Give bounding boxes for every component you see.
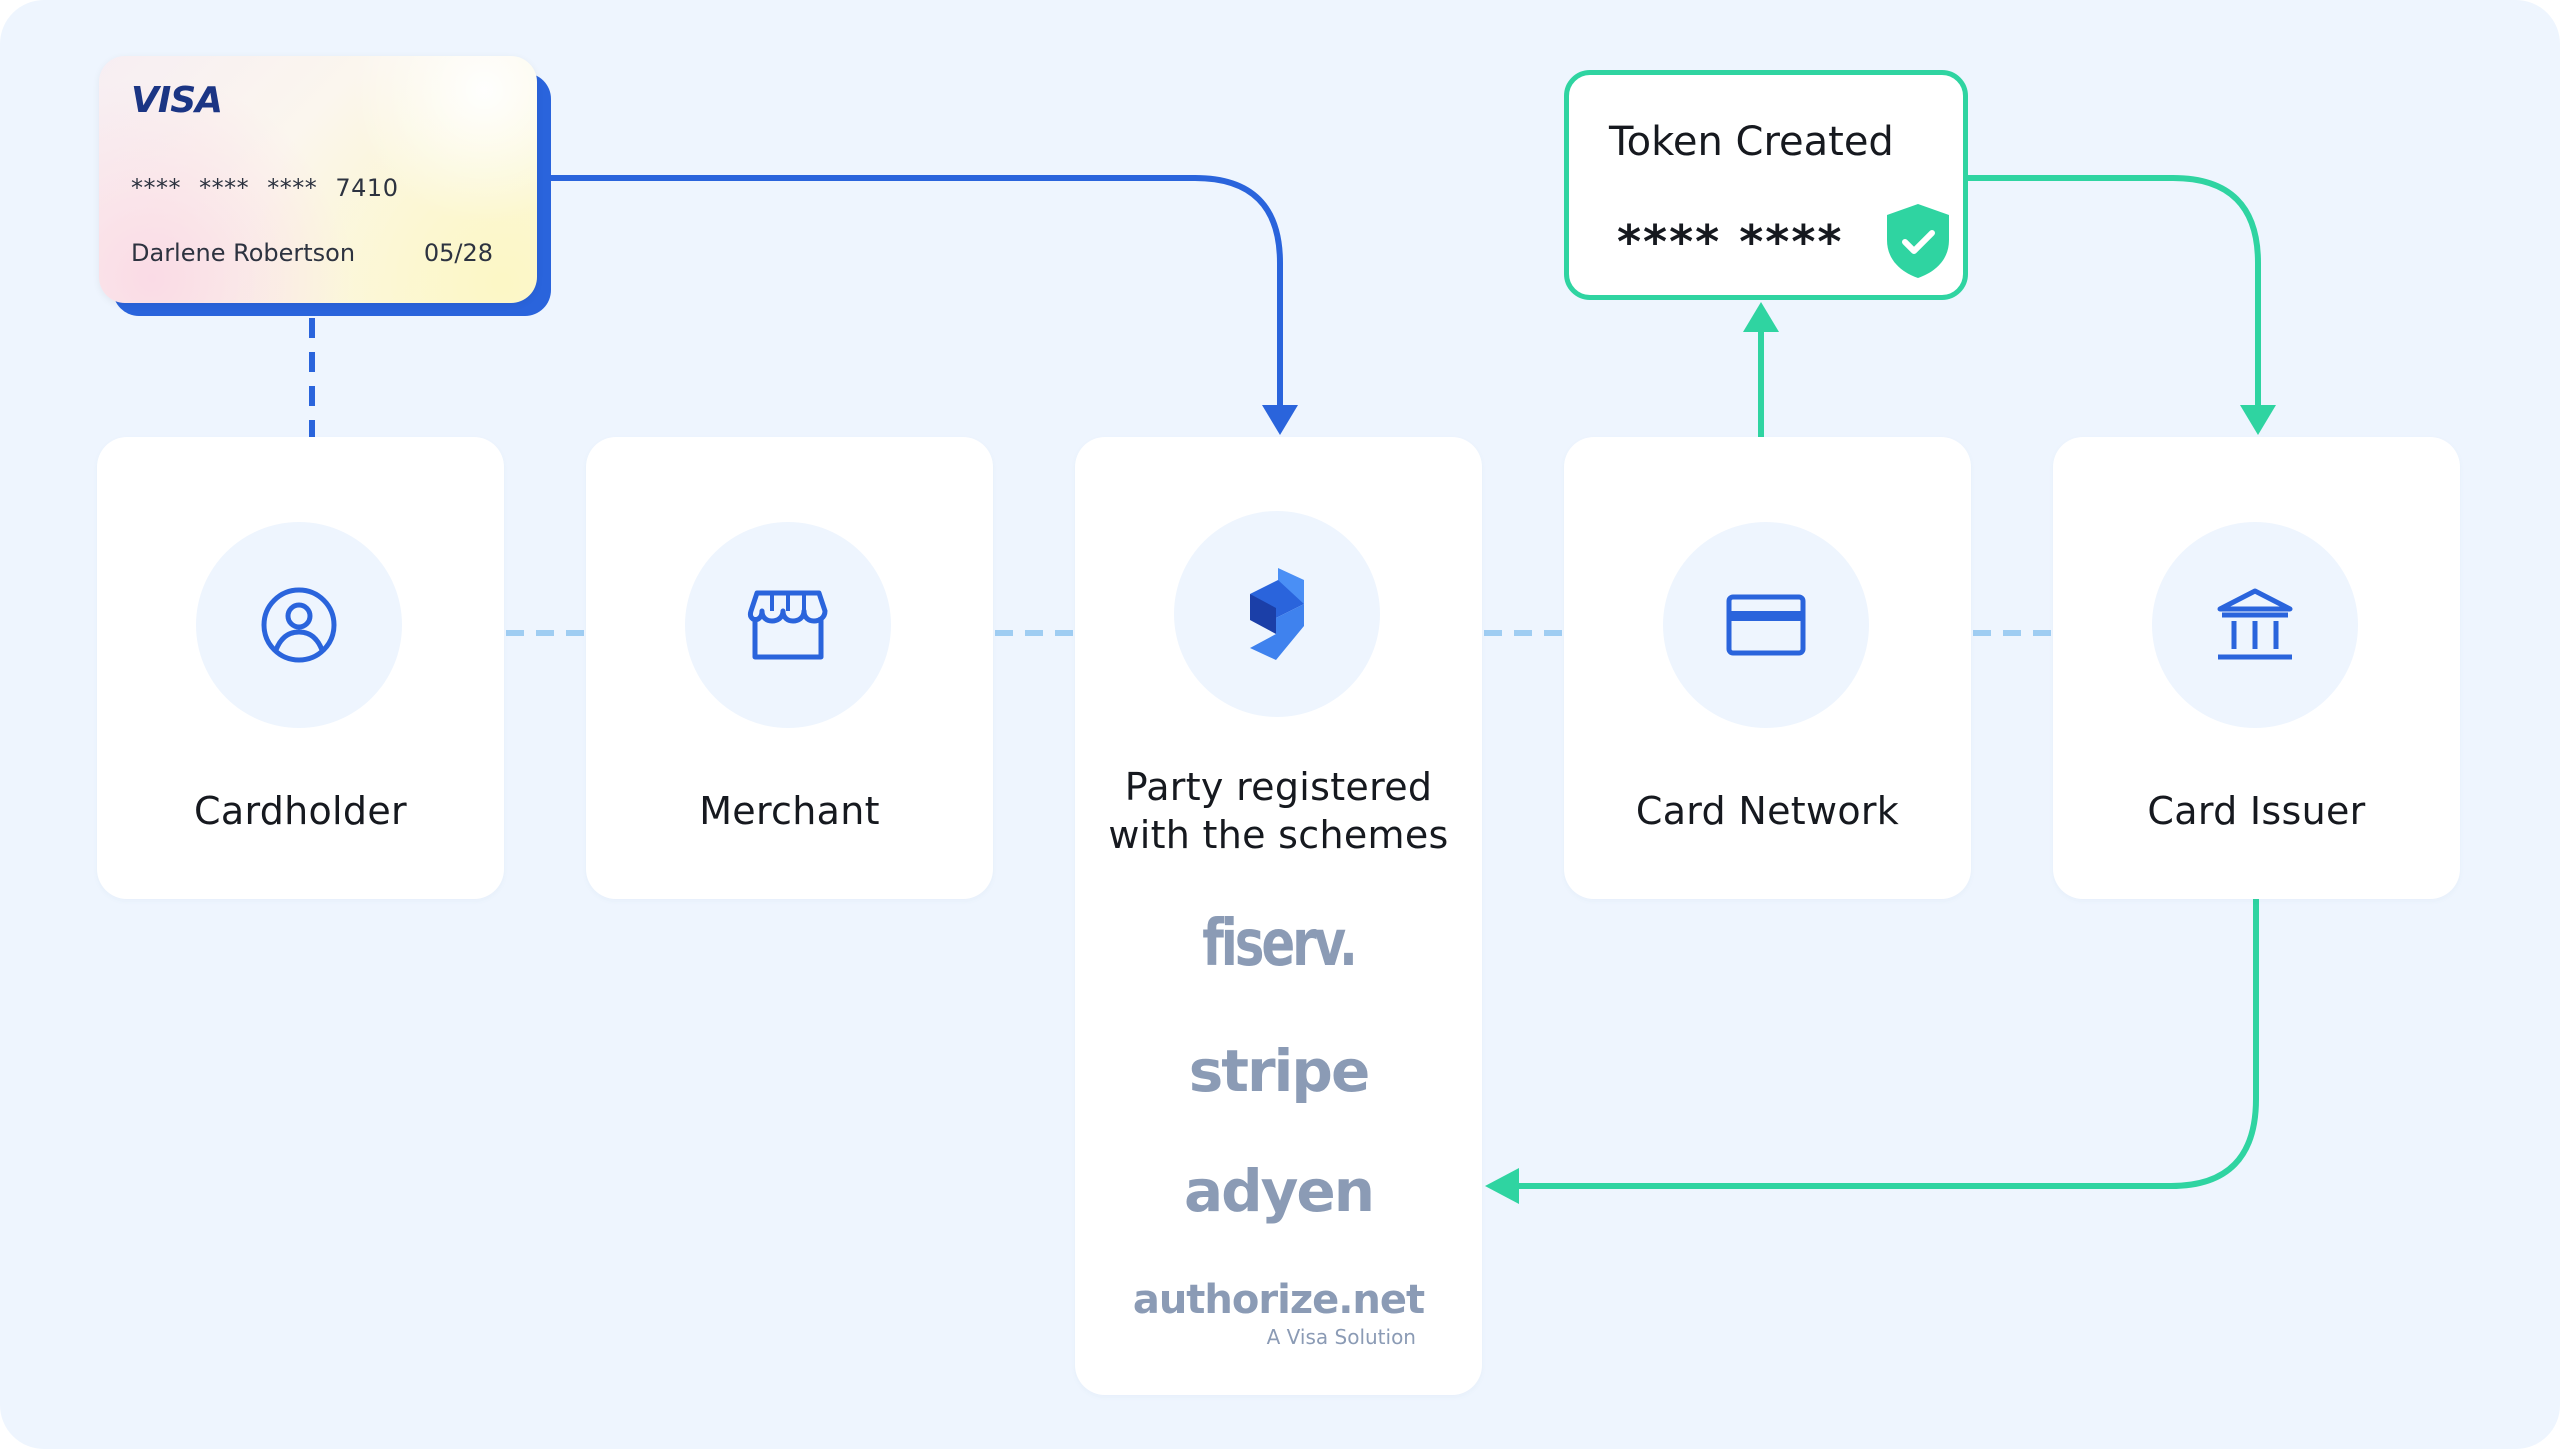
card-number: **** **** **** 7410	[131, 174, 399, 202]
storefront-icon	[747, 590, 828, 660]
node-label-network: Card Network	[1635, 789, 1900, 833]
arrowhead-token-to-issuer	[2240, 405, 2276, 435]
s-logo-icon	[1250, 568, 1304, 660]
node-party-registered: Party registered with the schemes fiserv…	[1075, 437, 1482, 1395]
node-label-merchant: Merchant	[699, 789, 880, 833]
user-circle-icon	[261, 587, 337, 663]
arrow-token-to-issuer	[1968, 175, 2261, 410]
authorize-net-tagline: A Visa Solution	[1266, 1325, 1416, 1349]
arrowhead-issuer-to-party	[1485, 1168, 1519, 1204]
node-card-network: Card Network	[1564, 437, 1971, 899]
card-expiry: 05/28	[423, 239, 493, 267]
arrowhead-card-to-party	[1262, 405, 1298, 435]
credit-card-icon	[1726, 594, 1806, 656]
adyen-logo: adyen	[1183, 1157, 1375, 1225]
icon-circle	[1174, 511, 1380, 717]
icon-circle	[1663, 522, 1869, 728]
token-title: Token Created	[1609, 119, 1894, 165]
authorize-net-logo: authorize.net	[1132, 1277, 1425, 1323]
node-label-party: Party registered with the schemes	[1108, 765, 1449, 857]
node-card-issuer: Card Issuer	[2053, 437, 2460, 899]
node-merchant: Merchant	[586, 437, 993, 899]
arrowhead-network-to-token	[1743, 302, 1779, 332]
node-label-issuer: Card Issuer	[2147, 789, 2366, 833]
shield-check-icon	[1887, 204, 1949, 278]
payment-card: VISA **** **** **** 7410 Darlene Roberts…	[99, 56, 537, 303]
icon-circle	[196, 522, 402, 728]
icon-circle	[2152, 522, 2358, 728]
token-value: **** ****	[1617, 215, 1844, 269]
stripe-logo: stripe	[1188, 1037, 1371, 1105]
fiserv-logo: fiserv.	[1202, 907, 1358, 981]
arrow-card-to-party	[551, 175, 1283, 410]
card-brand-logo: VISA	[131, 80, 223, 121]
node-label-cardholder: Cardholder	[194, 789, 407, 833]
icon-circle	[685, 522, 891, 728]
bank-icon	[2217, 588, 2293, 660]
card-holder-name: Darlene Robertson	[131, 239, 356, 267]
arrow-issuer-to-party	[1515, 899, 2259, 1189]
node-cardholder: Cardholder	[97, 437, 504, 899]
token-created-box: Token Created **** ****	[1564, 70, 1968, 300]
